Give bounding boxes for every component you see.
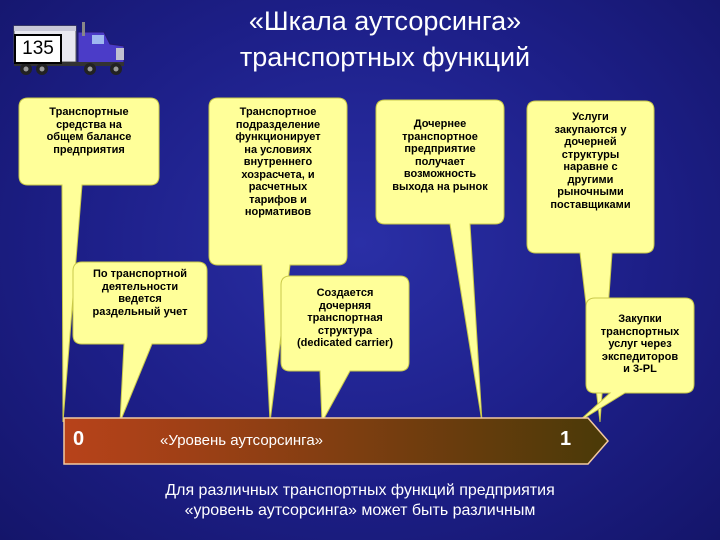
scale-end-label: 1 (560, 428, 572, 450)
footer-line-2: «уровень аутсорсинга» может быть различн… (184, 502, 536, 519)
callout-line: дочерняя (318, 299, 372, 312)
footer-note: Для различных транспортных функций предп… (90, 481, 630, 521)
callout-line: По транспортной (92, 268, 188, 280)
truck-icon (13, 22, 125, 75)
callout-line: предприятие (404, 143, 476, 155)
callout-line: и 3-PL (623, 363, 657, 375)
callout-line: деятельности (101, 280, 179, 293)
callout-line: расчетных (248, 181, 308, 193)
callout-line: средства на (56, 118, 122, 131)
callout-line: наравне с (563, 161, 618, 173)
callout-line: получает (415, 155, 465, 168)
callout-line: закупаются у (554, 123, 627, 136)
callout-line: Закупки (618, 313, 662, 325)
title-line-1: «Шкала аутсорсинга» (248, 6, 522, 36)
callout-line: дочерней (564, 136, 617, 148)
callout-line: внутреннего (243, 156, 313, 168)
callout-line: ведется (118, 293, 162, 305)
callout-line: (dedicated carrier) (297, 337, 393, 349)
callout-line: структура (317, 324, 373, 337)
callout-line: возможность (403, 168, 477, 180)
callout-line: хозрасчета, и (241, 168, 315, 181)
footer-line-1: Для различных транспортных функций предп… (165, 482, 555, 499)
scale-start-label: 0 (73, 428, 85, 450)
callout-line: на условиях (244, 143, 312, 156)
callout-line: тарифов и (249, 193, 307, 206)
callout-shape-3 (208, 97, 348, 423)
callout-line: Дочернее (413, 118, 467, 130)
callout-line: выхода на рынок (392, 180, 488, 193)
callout-line: транспортное (402, 130, 478, 143)
callout-line: транспортная (307, 312, 383, 324)
callout-shape-2 (72, 261, 208, 423)
callout-line: структуры (561, 148, 620, 161)
callout-shape-5 (375, 99, 505, 423)
slide-number: 135 (14, 34, 62, 64)
outsourcing-scale-arrow (63, 417, 609, 465)
callout-line: услуг через (608, 338, 672, 350)
callout-line: подразделение (235, 118, 321, 131)
slide-title: «Шкала аутсорсинга» транспортных функций (150, 4, 620, 74)
callout-line: транспортных (600, 325, 680, 338)
callout-line: предприятия (53, 143, 125, 156)
callout-line: общем балансе (46, 131, 132, 143)
callout-line: рыночными (557, 186, 624, 198)
callout-line: Транспортные (49, 106, 129, 118)
callout-line: Транспортное (239, 106, 317, 118)
callout-line: Создается (316, 287, 374, 299)
callout-line: раздельный учет (92, 305, 188, 318)
callout-line: нормативов (244, 206, 312, 218)
callout-line: поставщиками (550, 198, 631, 211)
scale-title: «Уровень аутсорсинга» (160, 432, 324, 449)
callout-line: Услуги (572, 111, 609, 123)
callout-line: экспедиторов (601, 350, 679, 363)
callout-line: другими (567, 173, 614, 186)
callout-shape-4 (280, 275, 410, 424)
callout-line: функционирует (235, 131, 321, 143)
callout-shape-7 (577, 297, 695, 423)
title-line-2: транспортных функций (239, 42, 531, 72)
